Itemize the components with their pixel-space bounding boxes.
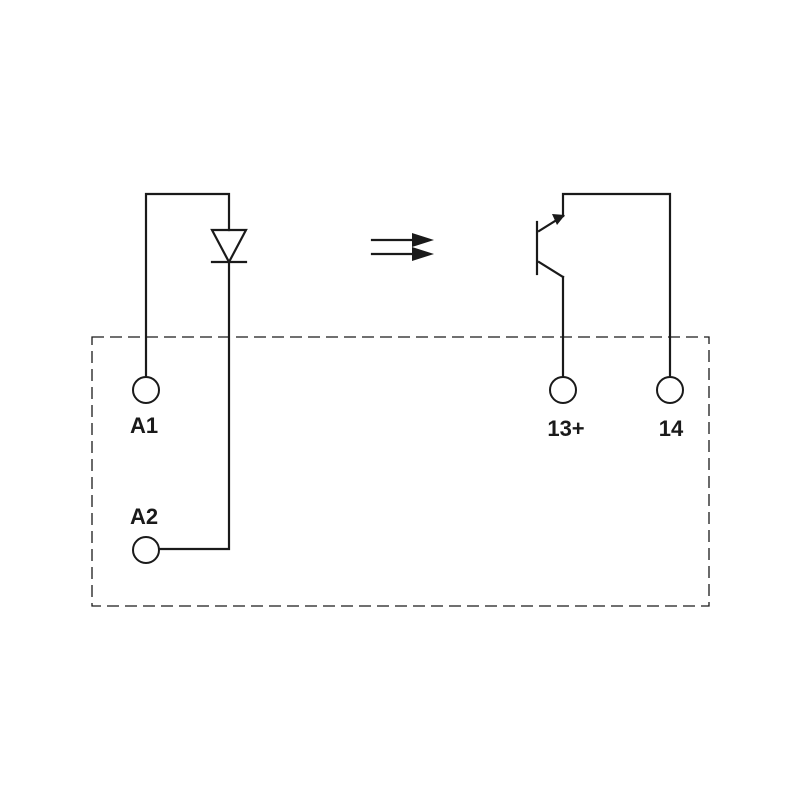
phototransistor-icon [535,214,565,279]
label-a1: A1 [130,413,158,438]
led-diode-icon [210,228,248,265]
output-wire-13 [561,192,672,379]
optical-coupling-arrows-icon [370,233,434,261]
label-14: 14 [659,416,684,441]
label-13: 13+ [547,416,584,441]
input-wire-a2 [158,260,231,551]
terminal-a2 [132,536,160,564]
terminal-14 [656,376,684,404]
terminal-a1 [132,376,160,404]
housing-boundary [91,336,710,607]
terminal-13 [549,376,577,404]
label-a2: A2 [130,504,158,529]
input-wire-a1 [144,192,231,379]
